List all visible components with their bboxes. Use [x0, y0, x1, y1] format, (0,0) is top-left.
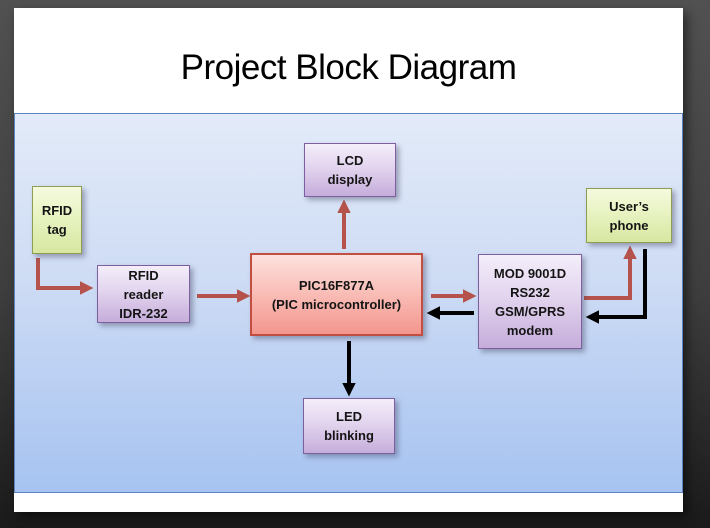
slide: Project Block Diagram RFID tag RFID read… [14, 8, 683, 512]
block-rfid-tag: RFID tag [32, 186, 82, 254]
block-lcd-line: LCD [336, 153, 364, 168]
block-rfid-reader: RFID reader IDR-232 [97, 265, 190, 323]
block-lcd-line: display [327, 172, 373, 187]
block-rfid-reader-line: RFID [128, 267, 159, 283]
block-led-line: blinking [324, 428, 374, 443]
block-phone-line: phone [609, 217, 649, 233]
block-rfid-tag-line: RFID [41, 203, 73, 218]
block-users-phone: User’s phone [586, 188, 672, 243]
block-lcd-display: LCD display [304, 143, 396, 197]
block-led-blinking: LED blinking [303, 398, 395, 454]
block-modem-line: RS232 [510, 284, 550, 300]
block-modem-line: GSM/GPRS [494, 303, 566, 319]
block-modem-line: modem [506, 322, 554, 338]
block-rfid-tag-line: tag [47, 222, 67, 237]
block-pic-microcontroller: PIC16F877A (PIC microcontroller) [250, 253, 423, 336]
block-pic-line: (PIC microcontroller) [271, 296, 402, 312]
block-phone-line: User’s [609, 198, 649, 214]
block-pic-line: PIC16F877A [298, 277, 375, 293]
block-rfid-reader-line: IDR-232 [119, 305, 168, 321]
block-rfid-reader-line: reader [123, 286, 164, 302]
block-modem-line: MOD 9001D [493, 265, 567, 281]
block-gsm-gprs-modem: MOD 9001D RS232 GSM/GPRS modem [478, 254, 582, 349]
page-title: Project Block Diagram [180, 48, 517, 87]
block-led-line: LED [336, 409, 362, 424]
